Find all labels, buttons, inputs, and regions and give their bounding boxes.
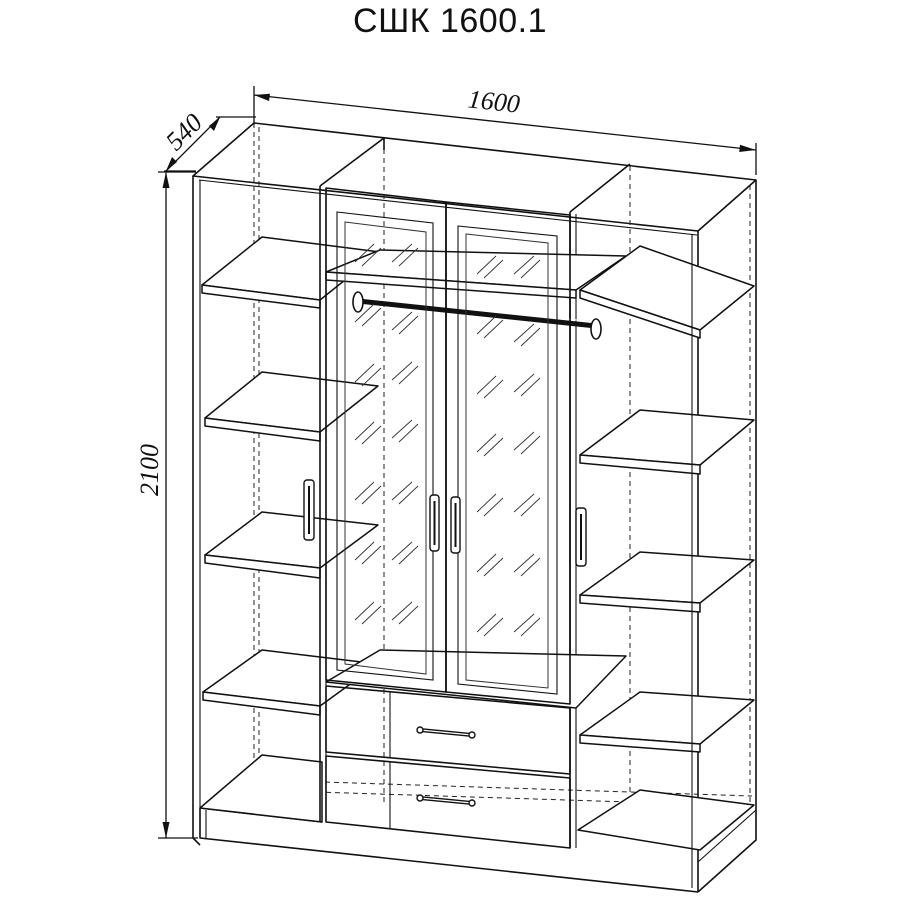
wardrobe-carcass — [192, 122, 757, 893]
right-shelf-4 — [579, 691, 755, 745]
drawer-top-handle[interactable] — [416, 726, 476, 739]
mirror-door-right-handle[interactable] — [450, 496, 461, 554]
right-section — [577, 245, 755, 851]
height-label: 2100 — [135, 444, 164, 496]
left-side-handle[interactable] — [303, 479, 315, 541]
depth-label: 540 — [160, 108, 208, 156]
rail-holder-left — [352, 291, 364, 313]
left-bottom — [199, 754, 323, 823]
depth-dimension: 540 — [160, 108, 256, 172]
mirror-hatching — [354, 243, 541, 637]
drawer-bottom-handle[interactable] — [416, 794, 476, 807]
drawing-title: СШК 1600.1 — [353, 2, 547, 40]
drawer-top[interactable] — [325, 685, 571, 775]
centre-section — [325, 249, 627, 709]
left-partition — [319, 137, 385, 822]
width-dimension: 1600 — [253, 84, 757, 175]
drawer-bottom[interactable] — [325, 755, 571, 849]
right-shelf-3 — [579, 551, 755, 604]
right-side-handle[interactable] — [575, 507, 587, 567]
width-label: 1600 — [467, 84, 522, 118]
mirror-door-left-handle[interactable] — [429, 494, 440, 552]
right-bottom — [577, 789, 755, 851]
rail-holder-right — [590, 318, 602, 340]
left-section — [199, 180, 381, 823]
height-dimension: 2100 — [135, 171, 198, 839]
